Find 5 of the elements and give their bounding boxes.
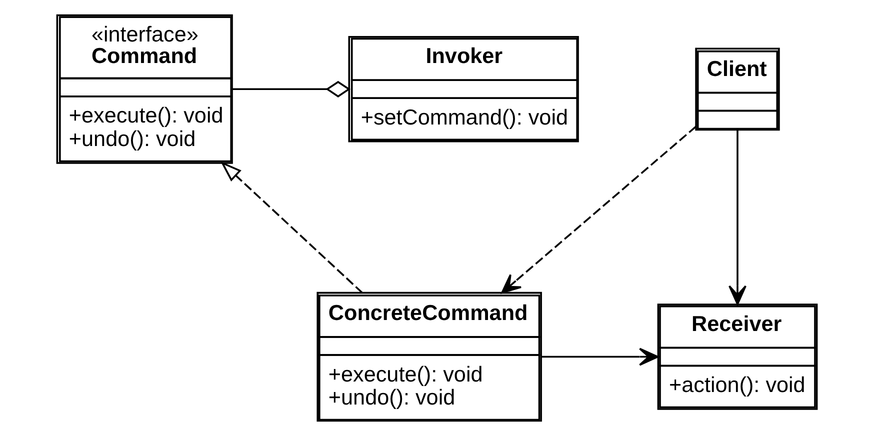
arrow [220, 161, 363, 294]
arrow [728, 130, 746, 305]
arrow [501, 126, 697, 294]
connector [232, 80, 351, 98]
arrow [541, 348, 659, 366]
